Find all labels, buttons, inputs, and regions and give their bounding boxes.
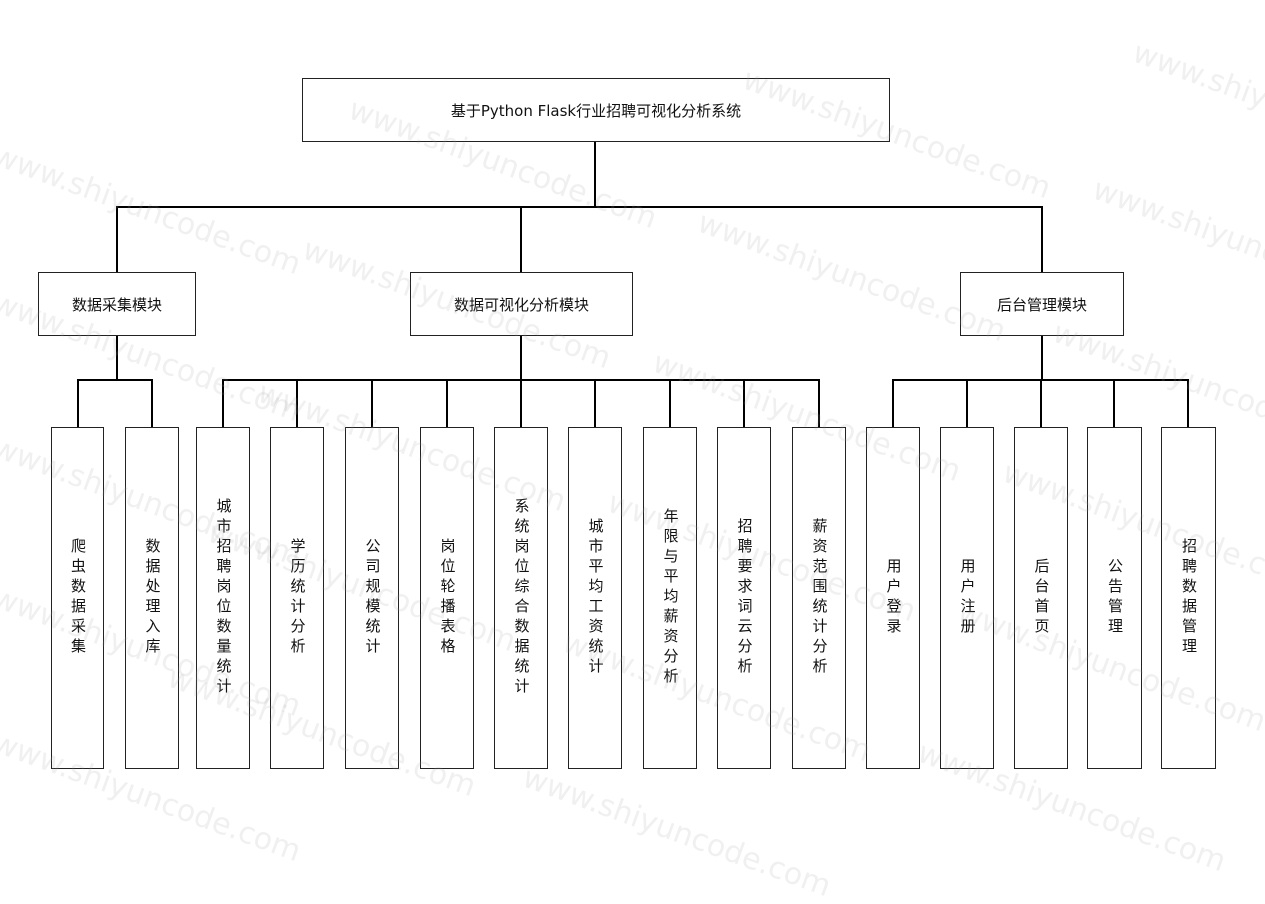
watermark-text: www.shiyuncode.com: [518, 760, 836, 904]
connector-line: [446, 379, 448, 427]
leaf-label: 城市招聘岗位数量统计: [214, 498, 233, 698]
leaf-label: 岗位轮播表格: [438, 538, 457, 658]
root-label: 基于Python Flask行业招聘可视化分析系统: [450, 101, 742, 120]
leaf-node: 薪资范围统计分析: [792, 427, 846, 769]
leaf-label: 数据处理入库: [143, 538, 162, 658]
leaf-node: 招聘数据管理: [1161, 427, 1216, 769]
leaf-node: 城市平均工资统计: [568, 427, 622, 769]
leaf-label: 用户登录: [884, 558, 903, 638]
connector-line: [520, 206, 522, 272]
leaf-node: 招聘要求词云分析: [717, 427, 771, 769]
connector-line: [1041, 206, 1043, 272]
leaf-node: 年限与平均薪资分析: [643, 427, 697, 769]
leaf-node: 公告管理: [1087, 427, 1142, 769]
connector-line: [77, 379, 153, 381]
connector-line: [77, 379, 79, 427]
leaf-node: 系统岗位综合数据统计: [494, 427, 548, 769]
connector-line: [892, 379, 894, 427]
leaf-node: 城市招聘岗位数量统计: [196, 427, 250, 769]
leaf-label: 城市平均工资统计: [586, 518, 605, 678]
module-data-collection: 数据采集模块: [38, 272, 196, 336]
watermark-text: www.shiyuncode.com: [1128, 35, 1265, 180]
leaf-label: 公告管理: [1106, 558, 1124, 638]
module-label: 数据采集模块: [71, 295, 162, 314]
connector-line: [116, 206, 118, 272]
leaf-label: 用户注册: [958, 558, 977, 638]
connector-line: [116, 336, 118, 380]
leaf-label: 爬虫数据采集: [69, 538, 87, 658]
leaf-node: 学历统计分析: [270, 427, 324, 769]
leaf-node: 后台首页: [1014, 427, 1068, 769]
leaf-label: 后台首页: [1032, 558, 1051, 638]
connector-line: [371, 379, 373, 427]
connector-line: [296, 379, 298, 427]
leaf-node: 爬虫数据采集: [51, 427, 104, 769]
module-label: 后台管理模块: [996, 295, 1087, 314]
module-backend-management: 后台管理模块: [960, 272, 1124, 336]
leaf-label: 学历统计分析: [288, 538, 307, 658]
connector-line: [1040, 379, 1042, 427]
leaf-node: 岗位轮播表格: [420, 427, 474, 769]
leaf-label: 系统岗位综合数据统计: [512, 498, 531, 698]
connector-line: [116, 206, 1043, 208]
leaf-label: 公司规模统计: [363, 538, 382, 658]
leaf-label: 招聘要求词云分析: [735, 518, 754, 678]
connector-line: [594, 142, 596, 207]
connector-line: [520, 379, 522, 427]
connector-line: [1187, 379, 1189, 427]
leaf-node: 数据处理入库: [125, 427, 179, 769]
module-label: 数据可视化分析模块: [453, 295, 589, 314]
connector-line: [594, 379, 596, 427]
leaf-node: 用户注册: [940, 427, 994, 769]
watermark-text: www.shiyuncode.com: [1048, 315, 1265, 460]
leaf-label: 招聘数据管理: [1180, 538, 1198, 658]
module-structure-diagram: 基于Python Flask行业招聘可视化分析系统 数据采集模块 数据可视化分析…: [0, 35, 1265, 904]
connector-line: [1113, 379, 1115, 427]
connector-line: [966, 379, 968, 427]
connector-line: [818, 379, 820, 427]
connector-line: [1041, 336, 1043, 380]
leaf-label: 年限与平均薪资分析: [661, 508, 680, 688]
root-node: 基于Python Flask行业招聘可视化分析系统: [302, 78, 890, 142]
connector-line: [151, 379, 153, 427]
leaf-node: 公司规模统计: [345, 427, 399, 769]
connector-line: [520, 336, 522, 380]
leaf-node: 用户登录: [866, 427, 920, 769]
watermark-text: www.shiyuncode.com: [0, 138, 306, 283]
connector-line: [669, 379, 671, 427]
leaf-label: 薪资范围统计分析: [810, 518, 829, 678]
module-visualization-analysis: 数据可视化分析模块: [410, 272, 633, 336]
connector-line: [222, 379, 224, 427]
connector-line: [743, 379, 745, 427]
